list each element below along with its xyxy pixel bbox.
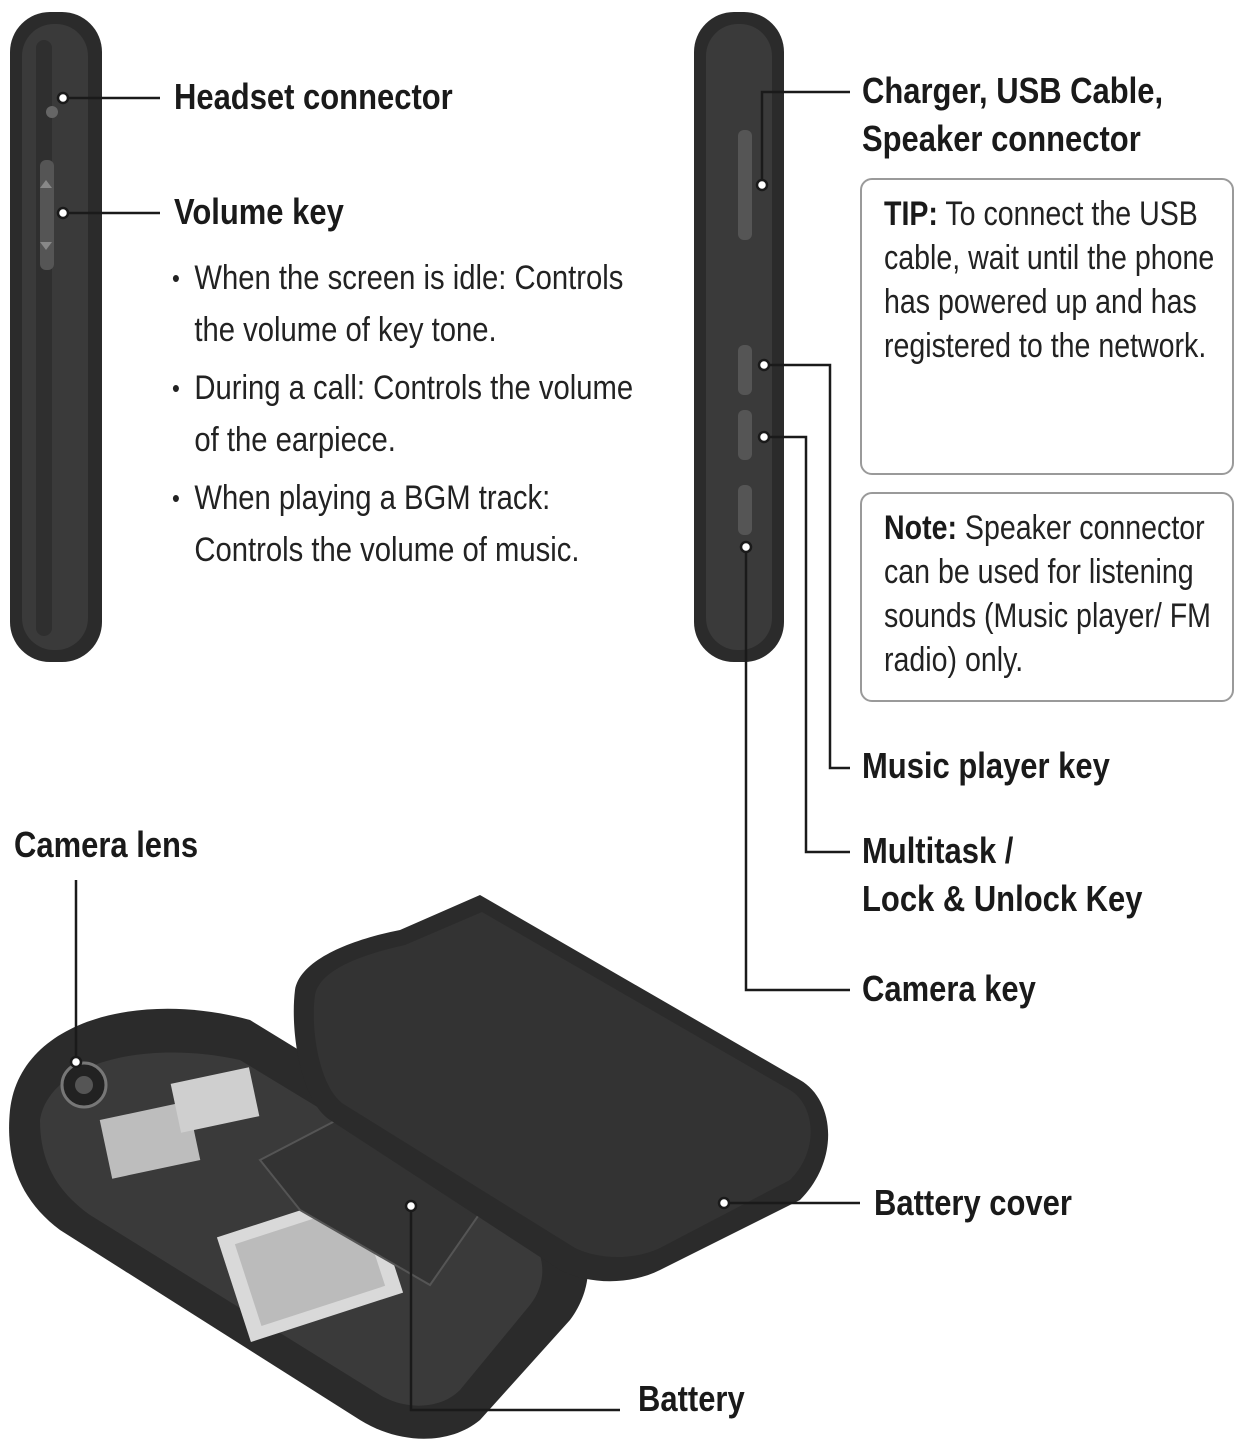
- right-phone-side-view: [694, 12, 784, 662]
- multitask-label-line1: Multitask /: [862, 830, 1014, 871]
- leader-lines-right: [739, 90, 850, 992]
- tip-text: To connect the USB cable, wait until the…: [884, 195, 1215, 365]
- leader-lines-left: [56, 91, 160, 220]
- volume-key-label: Volume key: [174, 191, 344, 232]
- battery-cover-label: Battery cover: [874, 1182, 1072, 1223]
- volume-bullet-call: During a call: Controls the volume of th…: [172, 362, 654, 466]
- camera-key-label: Camera key: [862, 968, 1036, 1009]
- tip-keyword: TIP:: [884, 195, 938, 233]
- leader-lines-bottom: [69, 880, 860, 1412]
- note-keyword: Note:: [884, 509, 957, 547]
- volume-bullet-idle: When the screen is idle: Controls the vo…: [172, 252, 654, 356]
- battery-cover-shape: [293, 895, 829, 1282]
- left-phone-side-view: [10, 12, 102, 662]
- tip-box: TIP: To connect the USB cable, wait unti…: [860, 178, 1234, 475]
- battery-label: Battery: [638, 1378, 745, 1419]
- charger-label-line2: Speaker connector: [862, 118, 1141, 159]
- charger-label-line1: Charger, USB Cable,: [862, 70, 1164, 111]
- note-box: Note: Speaker connector can be used for …: [860, 492, 1234, 702]
- multitask-label-line2: Lock & Unlock Key: [862, 878, 1143, 919]
- volume-key-bullets: When the screen is idle: Controls the vo…: [172, 252, 654, 582]
- headset-connector-label: Headset connector: [174, 76, 453, 117]
- camera-lens-label: Camera lens: [14, 824, 199, 865]
- volume-bullet-bgm: When playing a BGM track: Controls the v…: [172, 472, 654, 576]
- music-player-key-label: Music player key: [862, 745, 1110, 786]
- note-text: Speaker connector can be used for listen…: [884, 509, 1211, 679]
- phone-back-open: [9, 1008, 589, 1439]
